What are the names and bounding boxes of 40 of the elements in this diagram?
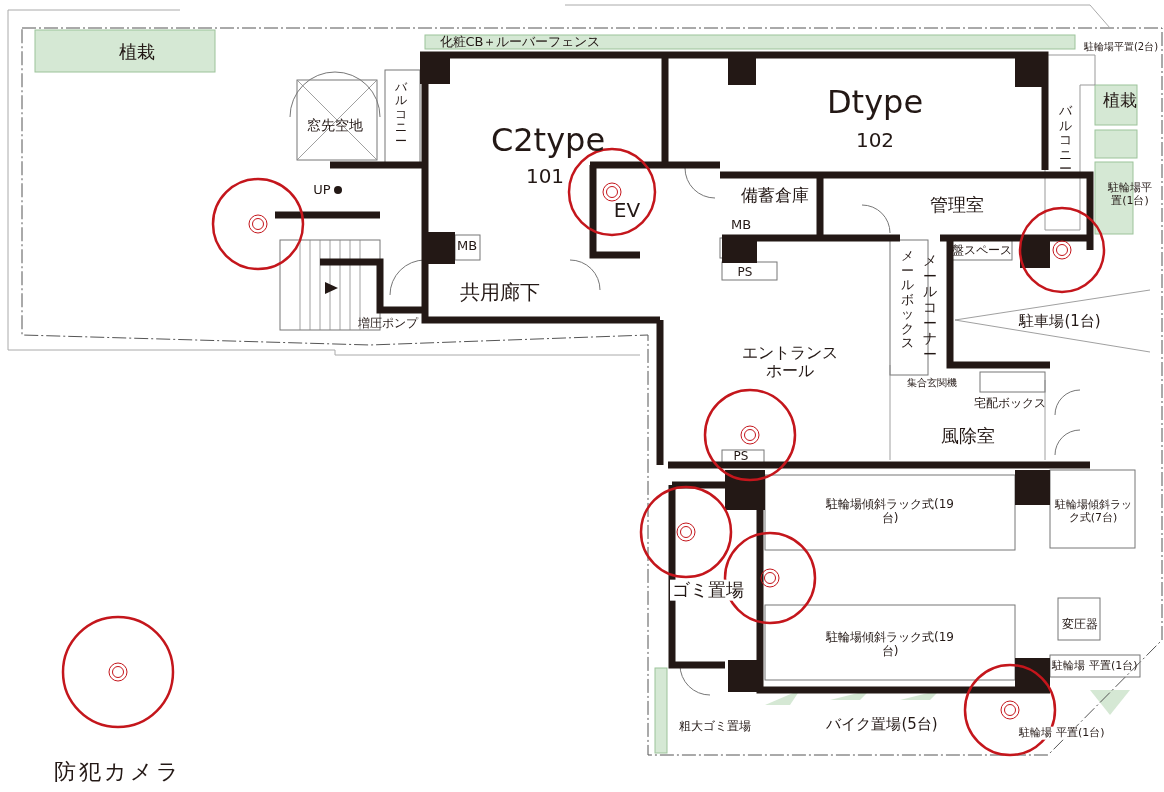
room-label: PS <box>733 450 749 464</box>
fence-label: 化粧CB＋ルーバーフェンス <box>439 34 601 50</box>
room-label: ゴミ置場 <box>670 579 746 601</box>
unit-type-label: C2type <box>490 121 606 159</box>
parking-label: 駐輪場平置(2台) <box>1083 41 1159 53</box>
room-label: MB <box>730 217 752 233</box>
balcony-label: バルコニー <box>394 81 408 149</box>
equipment-label: 宅配ボックス <box>974 397 1046 411</box>
parking-label: バイク置場(5台) <box>826 716 938 734</box>
parking-label: 駐輪場傾斜ラック式(7台) <box>1053 499 1133 525</box>
equipment-label: 集合玄関機 <box>907 377 957 389</box>
stair-label: UP <box>313 182 331 198</box>
unit-number: 102 <box>855 128 895 152</box>
room-label: 共用廊下 <box>460 280 540 304</box>
room-label: メールコーナー <box>922 253 938 363</box>
parking-label: 駐輪場傾斜ラック式(19台) <box>825 498 955 526</box>
legend-label: 防犯カメラ <box>54 759 182 785</box>
planting-label: 植栽 <box>1103 91 1137 111</box>
room-label: MB <box>456 238 478 254</box>
room-label: エントランスホール <box>741 343 839 381</box>
parking-label: 駐輪場傾斜ラック式(19台) <box>825 631 955 659</box>
room-label: 窓先空地 <box>307 116 363 134</box>
equipment-label: 変圧器 <box>1062 618 1098 632</box>
balcony-label: バルコニー <box>1059 103 1073 177</box>
room-label: 盤スペース <box>952 244 1012 258</box>
parking-label: 駐輪場平置(1台) <box>1107 182 1153 208</box>
room-label: 風除室 <box>941 425 995 447</box>
room-label: 備蓄倉庫 <box>741 186 809 206</box>
room-label: 粗大ゴミ置場 <box>679 720 751 734</box>
room-label: PS <box>737 266 753 280</box>
parking-label: 駐輪場 平置(1台) <box>1052 659 1138 673</box>
parking-label: 駐車場(1台) <box>1019 313 1101 331</box>
unit-type-label: Dtype <box>826 83 924 121</box>
parking-label: 駐輪場 平置(1台) <box>1017 726 1107 740</box>
room-label: 管理室 <box>930 194 984 216</box>
room-label: メールボックス <box>901 249 915 351</box>
planting-label: 植栽 <box>119 41 155 63</box>
elevator-label: EV <box>613 198 641 222</box>
equipment-label: 増圧ポンプ <box>358 317 418 331</box>
unit-number: 101 <box>525 164 565 188</box>
